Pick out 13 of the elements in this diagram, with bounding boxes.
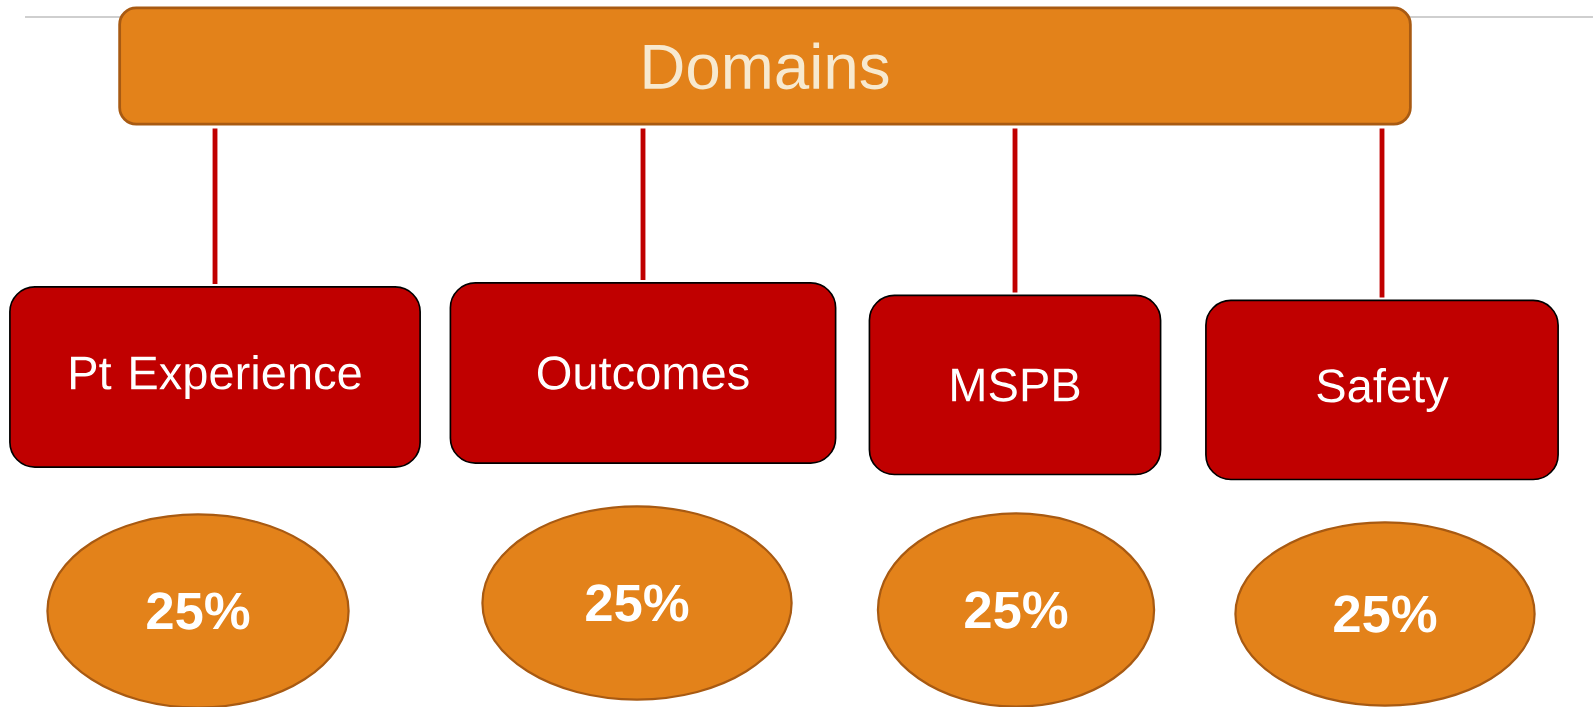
percentage-oval: 25% bbox=[481, 505, 793, 701]
heading-box: Domains bbox=[118, 6, 1412, 126]
connector-line bbox=[640, 128, 646, 281]
percentage-oval: 25% bbox=[1234, 521, 1536, 707]
connector-line bbox=[1012, 128, 1018, 293]
percentage-oval: 25% bbox=[876, 512, 1156, 707]
category-box: Pt Experience bbox=[9, 286, 421, 468]
percentage-oval: 25% bbox=[46, 513, 350, 707]
connector-line bbox=[1379, 128, 1385, 298]
category-box: MSPB bbox=[868, 294, 1162, 476]
category-box: Outcomes bbox=[449, 282, 837, 464]
category-box: Safety bbox=[1205, 299, 1559, 481]
connector-line bbox=[212, 128, 218, 285]
